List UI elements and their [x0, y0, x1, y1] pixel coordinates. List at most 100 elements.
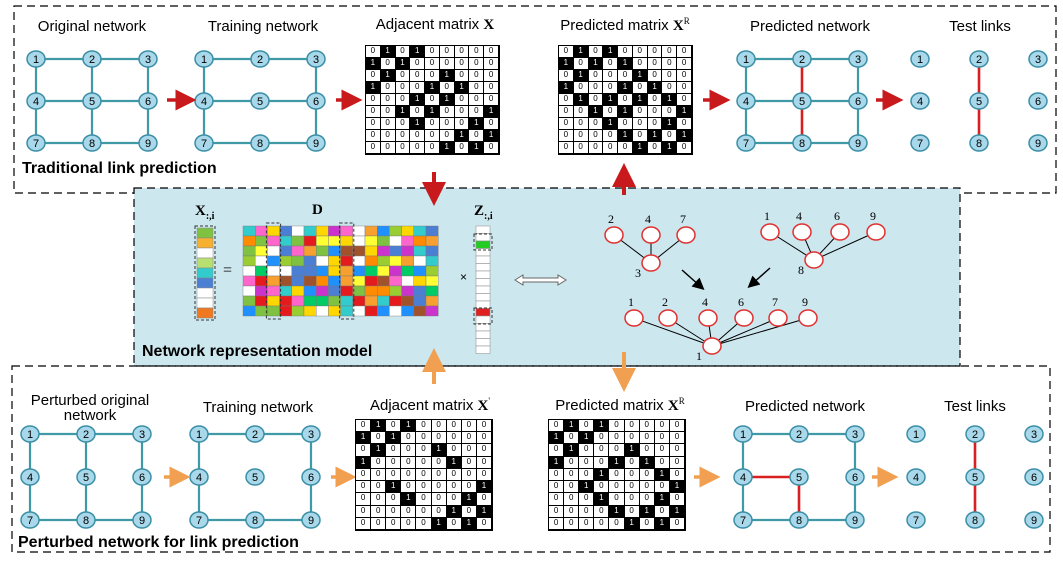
matrix-cell: 1: [654, 493, 670, 506]
tree-c-leaf-node: [798, 309, 818, 327]
bottom-training-node: [245, 425, 265, 443]
matrix-cell: 0: [484, 82, 499, 94]
middle-section-title: Network representation model: [142, 343, 373, 360]
dictionary-cell: [425, 285, 439, 297]
matrix-cell: 1: [386, 481, 402, 494]
matrix-cell: 1: [594, 493, 610, 506]
matrix-cell: 0: [469, 94, 485, 106]
matrix-cell: 0: [639, 517, 655, 530]
dictionary-cell: [340, 295, 354, 307]
dictionary-cell: [316, 275, 329, 287]
matrix-cell: 0: [677, 46, 692, 58]
dictionary-cell: [352, 235, 366, 247]
tree-c-leaf-label: 6: [738, 295, 744, 309]
bottom-test-node-label: 4: [913, 472, 919, 484]
matrix-cell: 0: [380, 142, 396, 154]
dictionary-cell: [303, 225, 317, 237]
matrix-cell: 0: [573, 58, 589, 70]
matrix-cell: 0: [677, 70, 692, 82]
dictionary-cell: [279, 265, 293, 277]
matrix-cell: 1: [484, 130, 499, 142]
top-predicted-node: [736, 92, 756, 110]
top-training-node: [194, 134, 214, 152]
matrix-cell: 0: [618, 46, 633, 58]
matrix-cell: 0: [573, 106, 589, 118]
matrix-cell: 0: [677, 58, 692, 70]
top-test-node-label: 5: [976, 96, 982, 108]
bottom-training-node-label: 7: [196, 515, 202, 527]
dictionary-cell: [267, 245, 280, 257]
matrix-cell: 0: [632, 58, 648, 70]
dictionary-cell: [377, 225, 390, 237]
matrix-cell: 0: [416, 493, 432, 506]
matrix-cell: 0: [609, 517, 625, 530]
dictionary-cell: [328, 295, 341, 307]
matrix-cell: 0: [371, 481, 387, 494]
matrix-cell: 0: [386, 505, 402, 518]
dictionary-cell: [254, 245, 268, 257]
top-original-node: [82, 134, 102, 152]
x-vector-cell: [196, 257, 214, 269]
dictionary-cell: [377, 265, 390, 277]
matrix-cell: 0: [454, 118, 470, 130]
dictionary-cell: [328, 225, 341, 237]
top-training-node-label: 8: [257, 138, 263, 150]
equals-sign: =: [223, 262, 233, 279]
matrix-cell: 1: [469, 118, 485, 130]
matrix-cell: 0: [579, 505, 595, 518]
tree-a-root-label: 3: [635, 266, 641, 280]
top-training-node: [306, 50, 326, 68]
tree-b-leaf-label: 9: [870, 209, 876, 223]
matrix-cell: 1: [573, 46, 589, 58]
matrix-cell: 0: [549, 444, 565, 457]
top-original-node: [138, 50, 158, 68]
matrix-cell: 0: [410, 70, 426, 82]
matrix-cell: 0: [564, 468, 580, 482]
matrix-cell: 0: [356, 493, 372, 506]
matrix-cell: 0: [618, 94, 633, 106]
top-predicted-node: [848, 134, 868, 152]
matrix-cell: 0: [476, 456, 492, 469]
matrix-cell: 0: [559, 46, 574, 58]
top-test-node: [969, 134, 989, 152]
dictionary-cell: [401, 235, 415, 247]
matrix-cell: 0: [647, 118, 663, 130]
matrix-cell: 0: [380, 118, 396, 130]
dictionary-cell: [352, 305, 366, 317]
bottom-test-node-label: 9: [1031, 515, 1037, 527]
z-vector-cell: [475, 233, 491, 242]
top-training-node: [194, 50, 214, 68]
x-vector-cell: [196, 277, 214, 289]
dictionary-cell: [364, 265, 378, 277]
dictionary-cell: [291, 285, 305, 297]
matrix-cell: 0: [366, 46, 381, 58]
bottom-original-node-label: 5: [83, 472, 89, 484]
dictionary-cell: [254, 285, 268, 297]
tree-b-leaf-node: [760, 223, 780, 241]
matrix-cell: 0: [669, 493, 685, 506]
matrix-cell: 0: [380, 130, 396, 142]
bottom-training-node: [301, 511, 321, 529]
matrix-cell: 0: [410, 142, 426, 154]
dictionary-cell: [352, 245, 366, 257]
dictionary-cell: [377, 255, 390, 267]
dictionary-cell: [316, 295, 329, 307]
dictionary-cell: [401, 265, 415, 277]
matrix-cell: 0: [669, 444, 685, 457]
matrix-cell: 1: [588, 106, 604, 118]
x-vector-frame: [194, 225, 216, 321]
dictionary-matrix: [242, 222, 439, 320]
tree-c-leaf-node: [768, 309, 788, 327]
dictionary-cell: [242, 295, 256, 307]
dictionary-cell: [328, 255, 341, 267]
dictionary-cell: [328, 305, 341, 317]
tree-c-root-label: 1: [696, 349, 702, 363]
matrix-cell: 1: [624, 444, 640, 457]
matrix-cell: 0: [662, 106, 678, 118]
dictionary-cell: [377, 235, 390, 247]
matrix-cell: 1: [461, 517, 477, 530]
matrix-cell: 0: [588, 46, 604, 58]
top-original-node-label: 7: [33, 138, 39, 150]
